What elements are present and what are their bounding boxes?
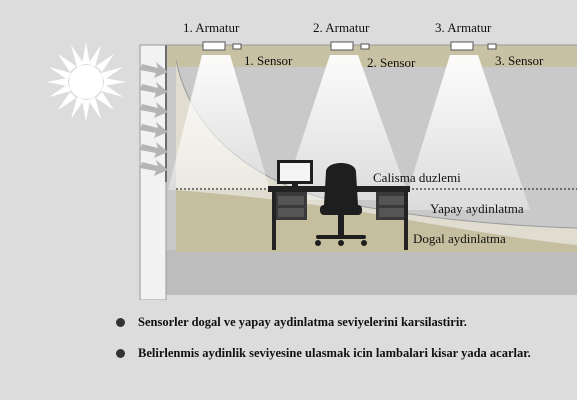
monitor [277, 160, 313, 187]
chair [315, 163, 367, 246]
sensor-3 [487, 43, 497, 50]
lighting-diagram: 1. Armatur 2. Armatur 3. Armatur 1. Sens… [46, 20, 577, 301]
bullet-dot-icon [116, 318, 125, 327]
sensor-label-2: 2. Sensor [367, 55, 416, 70]
light-beam-2 [282, 55, 410, 200]
bullet-text: Sensorler dogal ve yapay aydinlatma sevi… [138, 315, 467, 329]
daylight-label: Dogal aydinlatma [413, 231, 506, 246]
bullet-item: Belirlenmis aydinlik seviyesine ulasmak … [112, 345, 552, 362]
daylight-arrows [140, 62, 168, 176]
bullet-text: Belirlenmis aydinlik seviyesine ulasmak … [138, 346, 531, 360]
fixture-3 [450, 41, 474, 51]
fixture-label-1: 1. Armatur [183, 20, 240, 35]
sensor-label-1: 1. Sensor [244, 53, 293, 68]
fixture-label-2: 2. Armatur [313, 20, 370, 35]
fixture-1 [202, 41, 226, 51]
bullet-item: Sensorler dogal ve yapay aydinlatma sevi… [112, 314, 552, 331]
fixture-2 [330, 41, 354, 51]
sun-icon [46, 42, 126, 122]
floor [166, 250, 577, 295]
sensor-2 [360, 43, 370, 50]
sensor-label-3: 3. Sensor [495, 53, 544, 68]
light-beam-3 [402, 55, 530, 210]
bullet-dot-icon [116, 349, 125, 358]
artificial-lighting-label: Yapay aydinlatma [430, 201, 524, 216]
work-plane-label: Calisma duzlemi [373, 170, 461, 185]
sensor-1 [232, 43, 242, 50]
bullet-list: Sensorler dogal ve yapay aydinlatma sevi… [112, 314, 552, 376]
light-beam-1 [168, 55, 270, 190]
fixture-label-3: 3. Armatur [435, 20, 492, 35]
room-illustration [46, 41, 577, 301]
